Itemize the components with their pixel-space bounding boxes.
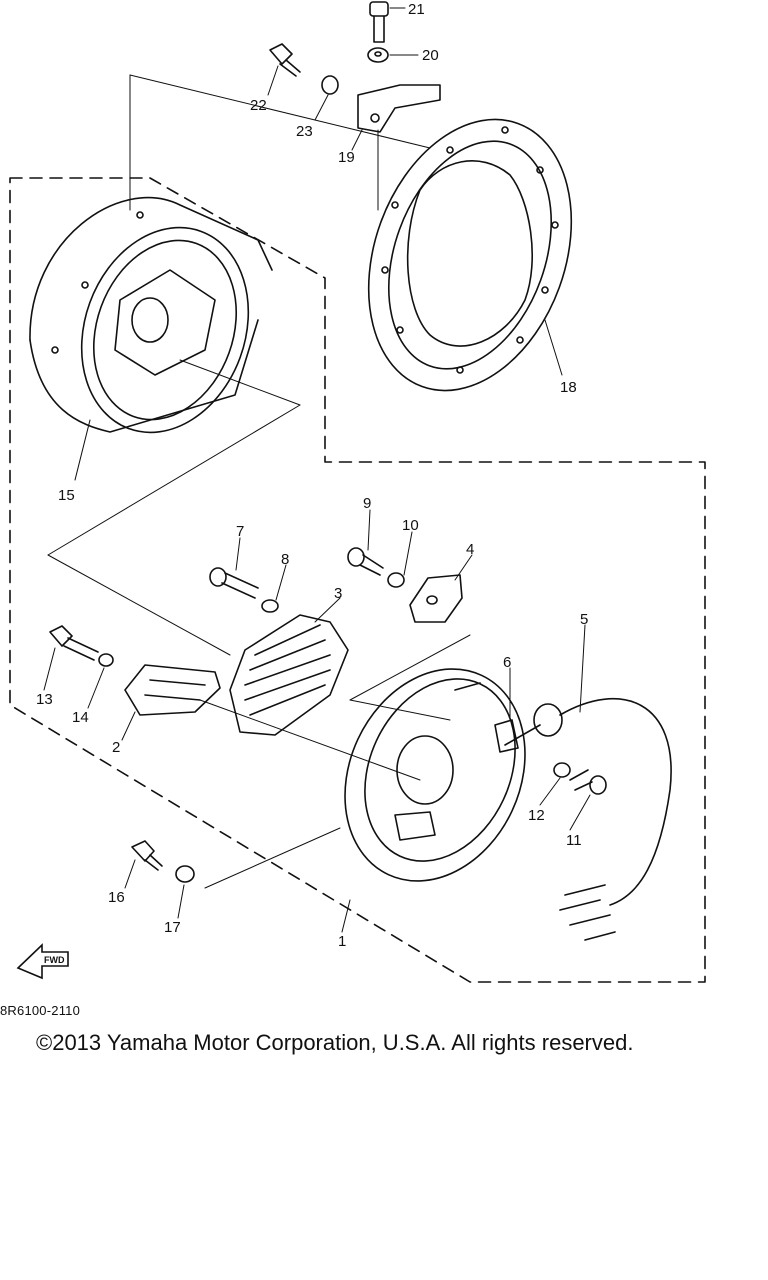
- callout-23: 23: [296, 123, 313, 140]
- callout-10: 10: [402, 517, 419, 534]
- callout-17: 17: [164, 919, 181, 936]
- callout-14: 14: [72, 709, 89, 726]
- callout-12: 12: [528, 807, 545, 824]
- screw-7: [209, 567, 259, 599]
- callout-13: 13: [36, 691, 53, 708]
- callout-7: 7: [236, 523, 244, 540]
- washer-17: [175, 865, 195, 883]
- callout-11: 11: [566, 832, 582, 849]
- clamp: [494, 719, 519, 753]
- flywheel-rotor: [29, 196, 273, 434]
- washer-20: [367, 47, 389, 63]
- drawing-code: 8R6100-2110: [0, 1003, 81, 1018]
- bolt-13: [49, 625, 99, 661]
- copyright-notice: ©2013 Yamaha Motor Corporation, U.S.A. A…: [36, 1030, 634, 1055]
- pulser-coil: [124, 664, 221, 716]
- fwd-label: FWD: [44, 955, 65, 965]
- bracket: [357, 84, 441, 133]
- callout-18: 18: [560, 379, 577, 396]
- callout-9: 9: [363, 495, 371, 512]
- fwd-arrow-icon: FWD: [16, 943, 69, 980]
- gasket-ring: [367, 118, 573, 392]
- callout-4: 4: [466, 541, 474, 558]
- bolt-22: [269, 43, 301, 77]
- exploded-parts-diagram: 1 2 3 4 5 6 7 8 9 10 11 12 13 14 15 16 1…: [9, 1, 706, 983]
- source-coil: [409, 574, 463, 623]
- callout-3: 3: [334, 585, 342, 602]
- callout-16: 16: [108, 889, 125, 906]
- screw-9: [347, 547, 384, 576]
- callout-labels: 1 2 3 4 5 6 7 8 9 10 11 12 13 14 15 16 1…: [36, 1, 588, 950]
- callout-leaders: [43, 7, 591, 933]
- callout-21: 21: [408, 1, 425, 18]
- callout-2: 2: [112, 739, 120, 756]
- callout-1: 1: [338, 933, 346, 950]
- callout-22: 22: [250, 97, 267, 114]
- callout-5: 5: [580, 611, 588, 628]
- connection-lines: [47, 74, 471, 889]
- nut-23: [321, 75, 339, 95]
- callout-19: 19: [338, 149, 355, 166]
- bolt-21: [369, 1, 389, 43]
- washer-12: [553, 762, 571, 778]
- callout-8: 8: [281, 551, 289, 568]
- callout-20: 20: [422, 47, 439, 64]
- charging-coil: [229, 614, 349, 736]
- stator-base-plate: [344, 668, 526, 882]
- screw-11: [569, 769, 607, 795]
- callout-15: 15: [58, 487, 75, 504]
- callout-6: 6: [503, 654, 511, 671]
- bolt-16: [131, 840, 163, 871]
- wire-harness: [504, 698, 672, 941]
- assembly-boundary: [9, 177, 706, 983]
- washer-14: [98, 653, 114, 667]
- washer-8: [261, 599, 279, 613]
- washer-10: [387, 572, 405, 588]
